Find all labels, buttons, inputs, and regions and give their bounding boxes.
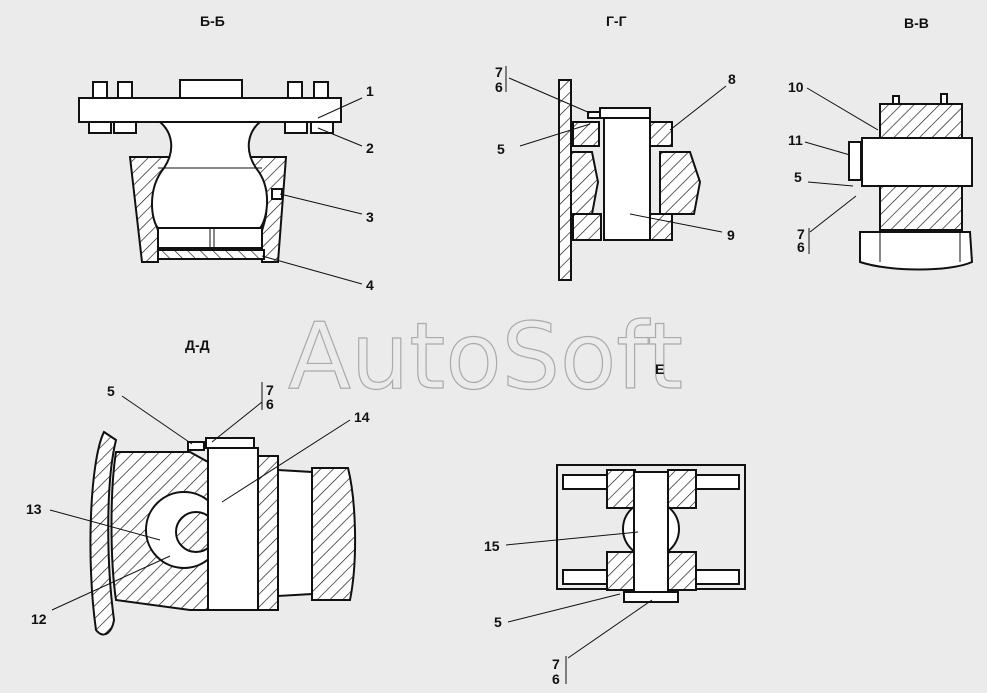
- pin: [603, 117, 651, 241]
- boss: [667, 551, 697, 591]
- label-6: 6: [495, 79, 503, 95]
- watermark: AutoSoft: [288, 303, 683, 410]
- housing: [572, 121, 600, 147]
- view-gg-title: Г-Г: [606, 13, 627, 29]
- view-dd: Д-Д 5 7 6 14 13 12: [26, 337, 370, 636]
- center-boss: [179, 79, 243, 99]
- nut: [310, 121, 334, 134]
- housing-bottom: [879, 185, 963, 231]
- view-bb: Б-Б 1 2 3 4: [78, 13, 374, 293]
- pin-head: [848, 141, 862, 181]
- label-5: 5: [107, 383, 115, 399]
- label-6: 6: [266, 396, 274, 412]
- bolt: [92, 81, 108, 99]
- label-6: 6: [552, 671, 560, 687]
- pin: [861, 137, 973, 187]
- washer: [587, 111, 601, 119]
- label-12: 12: [31, 611, 47, 627]
- housing: [659, 151, 702, 215]
- housing: [572, 213, 602, 241]
- housing: [649, 121, 673, 147]
- label-2: 2: [366, 140, 374, 156]
- right-body: [257, 455, 279, 611]
- label-6: 6: [797, 239, 805, 255]
- label-7: 7: [495, 64, 503, 80]
- boss: [606, 469, 636, 509]
- label-15: 15: [484, 538, 500, 554]
- label-11: 11: [788, 132, 803, 148]
- washer: [187, 441, 205, 451]
- ball-stud: [151, 121, 269, 229]
- pin: [207, 447, 259, 611]
- label-9: 9: [727, 227, 735, 243]
- label-7: 7: [797, 226, 805, 242]
- label-5: 5: [794, 169, 802, 185]
- label-13: 13: [26, 501, 42, 517]
- view-dd-title: Д-Д: [185, 337, 210, 353]
- boss: [606, 551, 636, 591]
- nut: [113, 121, 137, 134]
- bolt: [313, 81, 329, 99]
- label-5: 5: [497, 141, 505, 157]
- mounting-plate: [558, 79, 572, 281]
- bolt: [117, 81, 133, 99]
- label-7: 7: [266, 382, 274, 398]
- clamp: [277, 468, 313, 598]
- view-gg: Г-Г 7 6 8 5 9: [495, 13, 736, 281]
- view-vv-title: В-В: [904, 15, 929, 31]
- label-5: 5: [494, 614, 502, 630]
- label-8: 8: [728, 71, 736, 87]
- housing: [649, 213, 673, 241]
- label-7: 7: [552, 656, 560, 672]
- view-vv: В-В 10 11 5 7 6: [788, 15, 974, 271]
- nut: [284, 121, 308, 134]
- boss: [667, 469, 697, 509]
- label-4: 4: [366, 277, 374, 293]
- base: [859, 231, 974, 271]
- housing-top: [879, 103, 963, 139]
- nut: [623, 591, 679, 603]
- bolt-head: [892, 95, 900, 105]
- label-14: 14: [354, 409, 370, 425]
- pin-head: [599, 107, 651, 119]
- view-e-title: Е: [655, 361, 664, 377]
- clamp-end: [311, 467, 357, 601]
- flange-plate: [78, 97, 342, 123]
- bolt-head: [940, 93, 948, 105]
- pin-head: [205, 437, 255, 449]
- label-3: 3: [366, 209, 374, 225]
- view-e: Е 15 5 7 6: [484, 361, 746, 687]
- bolt: [287, 81, 303, 99]
- nut: [88, 121, 112, 134]
- pin: [633, 471, 669, 593]
- bottom-plate: [157, 249, 265, 260]
- label-10: 10: [788, 79, 804, 95]
- label-1: 1: [366, 83, 374, 99]
- housing: [570, 151, 600, 215]
- view-bb-title: Б-Б: [200, 13, 225, 29]
